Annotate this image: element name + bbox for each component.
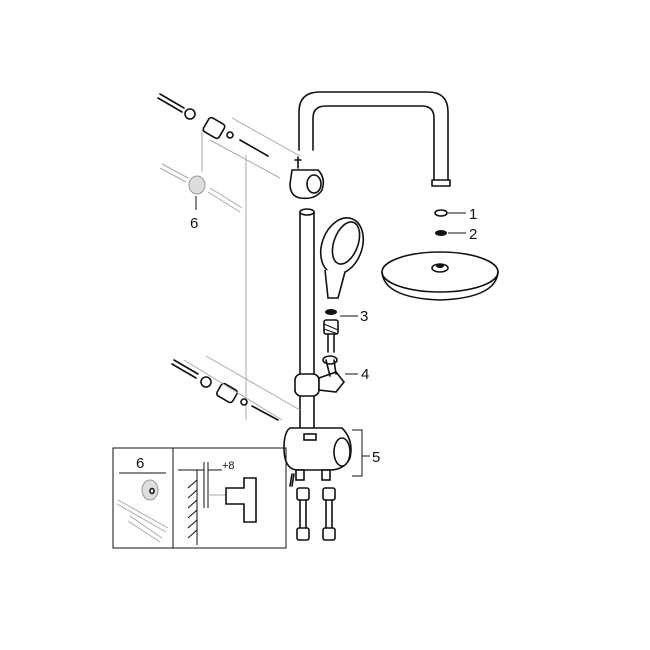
upper-wall-bracket bbox=[289, 156, 325, 200]
callout-labels: 1 2 3 4 5 6 bbox=[190, 196, 477, 477]
hand-shower bbox=[319, 217, 365, 299]
hand-shower-holder bbox=[294, 355, 346, 397]
thermostat-mixer bbox=[283, 427, 352, 481]
shower-arm bbox=[298, 91, 451, 187]
upper-wall-fixings bbox=[157, 93, 301, 420]
callout-5: 5 bbox=[372, 449, 380, 466]
callout-6: 6 bbox=[190, 215, 198, 232]
connection-fittings bbox=[289, 473, 336, 541]
hose-washer-and-nut bbox=[323, 309, 339, 353]
callout-4: 4 bbox=[361, 366, 369, 383]
overhead-shower-head bbox=[381, 209, 499, 301]
inset-offset-label: +8 bbox=[222, 460, 235, 472]
inset-part-number: 6 bbox=[136, 455, 144, 472]
callout-3: 3 bbox=[360, 308, 368, 325]
callout-1: 1 bbox=[469, 206, 477, 223]
riser-rail bbox=[299, 208, 315, 431]
callout-2: 2 bbox=[469, 226, 477, 243]
installation-detail-inset: 6 +8 bbox=[112, 447, 287, 549]
lower-wall-fixings bbox=[171, 355, 301, 421]
